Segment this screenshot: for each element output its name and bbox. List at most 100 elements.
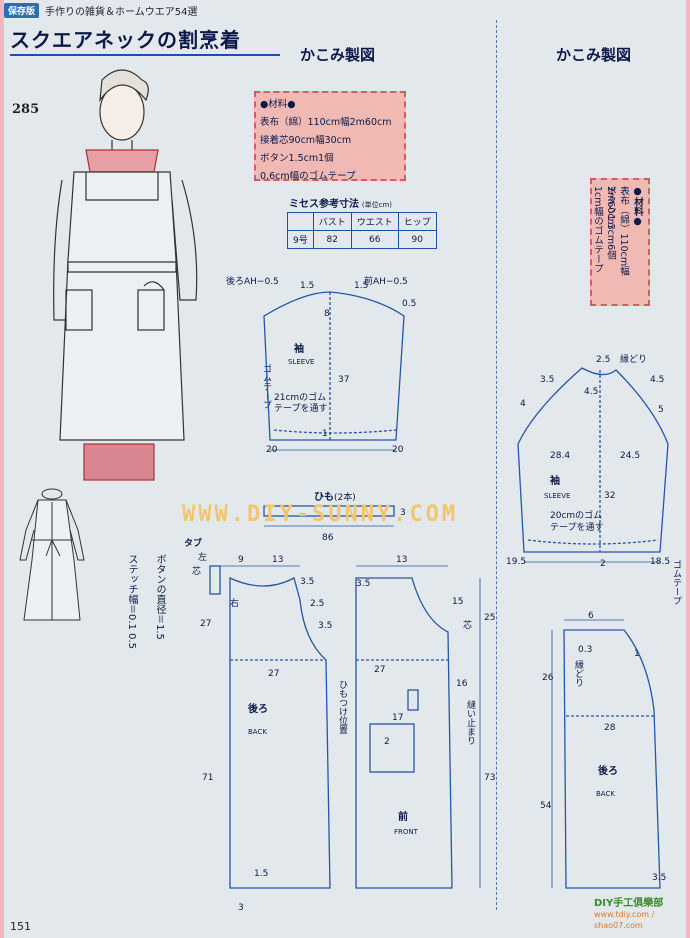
dim: 1 <box>634 649 640 659</box>
section-title-left: かこみ製図 <box>300 46 376 64</box>
back-label: 後ろ <box>598 764 618 777</box>
himo-draft: ひも (2本) 86 3 <box>263 491 406 543</box>
column-divider <box>496 20 497 910</box>
dim: 4.5 <box>650 375 664 385</box>
dim: 4.5 <box>584 387 598 397</box>
gomu-note-right: ゴムテープ <box>671 560 681 605</box>
dim: 26 <box>542 673 554 683</box>
materials-line: 接着芯90cm幅30cm <box>260 135 352 146</box>
dim: 4 <box>520 399 526 409</box>
dim: 1.5 <box>300 281 314 291</box>
nui-stop: 縫い止まり <box>465 699 476 745</box>
dim: 27 <box>374 665 385 675</box>
left-back-text: 後ろ BACK タブ 左 芯 9 13 3.5 2.5 3.5 27 27 71… <box>184 537 332 913</box>
materials-box-right: ●材料● 表布（綿）110cm幅2m60cm ボタン1.3cm6個 1cm幅のゴ… <box>590 178 650 306</box>
dim: 2 <box>384 737 390 747</box>
dim: 8 <box>324 309 330 319</box>
sleeve-bind: 縁どり <box>620 353 647 365</box>
page-number: 151 <box>10 920 31 933</box>
materials-heading: ●材料● <box>632 186 643 227</box>
dim: 73 <box>484 773 495 783</box>
page-title: スクエアネックの割烹着 <box>10 28 241 52</box>
back-bind: 縁どり <box>573 659 584 687</box>
sleeve-sub: SLEEVE <box>544 492 570 500</box>
size-cell: 90 <box>397 230 437 249</box>
sleeve-note: 20cmのゴム <box>550 509 602 521</box>
tab-shin: 芯 <box>192 565 201 577</box>
section-title-right: かこみ製図 <box>556 46 632 64</box>
dim: 3.5 <box>540 375 554 385</box>
himo-position: ひもつけ位置 <box>337 680 348 734</box>
pattern-drawings: 袖 SLEEVE 後ろAH−0.5 前AH−0.5 21cmのゴム テープを通す… <box>19 69 670 913</box>
header-series: 手作りの雑貨＆ホームウエア54選 <box>45 6 198 18</box>
left-sleeve-draft <box>263 291 405 451</box>
dim: 27 <box>268 669 279 679</box>
site-logo: DIY手工俱樂部 www.tdiy.com / shao07.com <box>594 898 686 931</box>
right-sleeve-draft <box>517 367 669 563</box>
materials-line: 表布（綿）110cm幅2m60cm <box>260 117 392 128</box>
size-table: ミセス参考寸法 (単位cm) バスト ウエスト ヒップ 9号 82 66 90 <box>287 195 437 249</box>
tab-label: タブ <box>184 537 202 549</box>
materials-line: ボタン1.5cm1個 <box>260 153 334 164</box>
dim: 20 <box>392 445 404 455</box>
size-cell: 9号 <box>287 230 314 249</box>
dim: 3.5 <box>356 579 370 589</box>
page-header: 保存版 手作りの雑貨＆ホームウエア54選 <box>4 2 197 18</box>
left-front-text: 前 FRONT ひもつけ位置 縫い止まり 芯 13 3.5 15 25 27 1… <box>337 555 495 836</box>
dim: 28.4 <box>550 451 570 461</box>
left-sleeve-text: 袖 SLEEVE 後ろAH−0.5 前AH−0.5 21cmのゴム テープを通す… <box>226 275 416 455</box>
dim: 18.5 <box>650 557 670 567</box>
dim: 3.5 <box>300 577 314 587</box>
dim: 1.5 <box>354 281 368 291</box>
dim: 20 <box>266 445 278 455</box>
dim: 13 <box>272 555 283 565</box>
dim: 54 <box>540 801 552 811</box>
dim: 2.5 <box>310 599 324 609</box>
back-sub: BACK <box>248 728 267 736</box>
size-table-caption: ミセス参考寸法 <box>289 199 359 210</box>
dim: 1.5 <box>254 869 268 879</box>
dim: 25 <box>484 613 495 623</box>
materials-line: 0.6cm幅のゴムテープ <box>260 171 356 182</box>
button-diameter-note: ボタンの直径＝1.5 <box>154 554 165 640</box>
materials-line: 表布（綿）110cm幅2m60cm <box>605 186 629 276</box>
front-shin: 芯 <box>461 619 472 629</box>
dim: 27 <box>200 619 211 629</box>
dim: 3.5 <box>652 873 666 883</box>
dim: 71 <box>202 773 213 783</box>
himo-count: (2本) <box>334 491 356 503</box>
dim: 2.5 <box>596 355 610 365</box>
watermark: WWW.DIY-SUNNY.COM <box>182 502 459 527</box>
sleeve-sub: SLEEVE <box>288 358 314 366</box>
dim: 1 <box>322 429 328 439</box>
logo-name: DIY手工俱樂部 <box>594 898 664 909</box>
back-label: 後ろ <box>248 702 268 715</box>
title-underline <box>10 54 280 56</box>
dim: 28 <box>604 723 616 733</box>
himo-length: 86 <box>322 533 334 543</box>
right-sleeve-text: 袖 SLEEVE 縁どり 20cmのゴム テープを通す 2.5 3.5 4.5 … <box>506 353 670 569</box>
dim: 17 <box>392 713 403 723</box>
sleeve-label: 袖 <box>549 474 560 487</box>
dim: 3 <box>238 903 244 913</box>
sleeve-note: テープを通す <box>550 522 603 533</box>
back-sub: BACK <box>596 790 615 798</box>
apron-illustration <box>53 69 198 481</box>
dim: 37 <box>338 375 349 385</box>
logo-domain: www.tdiy.com / shao07.com <box>594 910 655 930</box>
sleeve-label: 袖 <box>293 342 304 355</box>
dim: 9 <box>238 555 244 565</box>
dim: 0.3 <box>578 645 592 655</box>
left-back-draft <box>209 565 331 889</box>
size-cell: 82 <box>312 230 352 249</box>
size-header: ヒップ <box>397 212 437 231</box>
materials-line: ボタン1.3cm6個 <box>605 186 616 260</box>
back-ah-label: 後ろAH−0.5 <box>226 275 279 287</box>
himo-width: 3 <box>400 508 406 518</box>
dress-illustration <box>19 488 85 621</box>
materials-heading: ●材料● <box>260 99 296 110</box>
left-front-draft <box>355 565 481 889</box>
himo-label: ひも <box>314 491 334 503</box>
sleeve-note: テープを通す <box>274 403 327 414</box>
header-badge: 保存版 <box>4 2 40 18</box>
